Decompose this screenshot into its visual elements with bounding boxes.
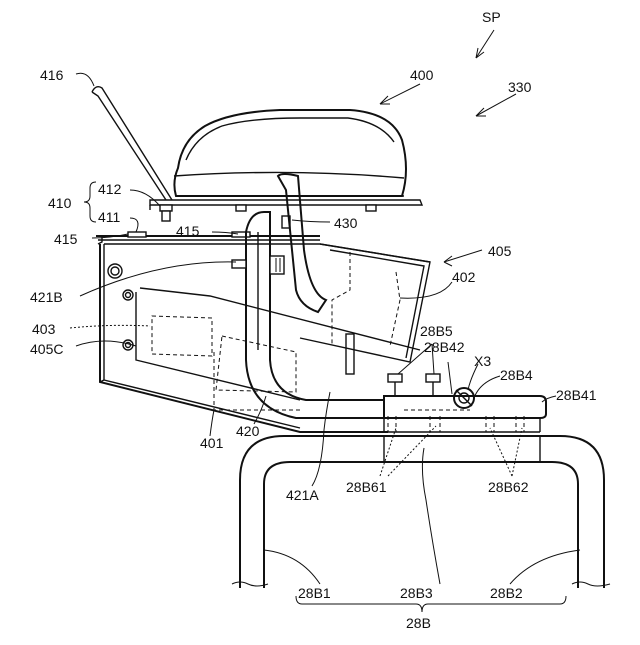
label-400: 400 <box>410 67 434 83</box>
label-415-right: 415 <box>176 223 200 239</box>
label-28b4: 28B4 <box>500 367 533 383</box>
label-411: 411 <box>98 209 121 225</box>
label-421a: 421A <box>286 487 319 503</box>
label-28b62: 28B62 <box>488 479 529 495</box>
label-415-left: 415 <box>54 231 78 247</box>
label-28b3: 28B3 <box>400 585 433 601</box>
label-28b: 28B <box>406 615 431 631</box>
tubular-frame-28B <box>232 436 610 588</box>
mounting-bracket <box>96 232 320 244</box>
lever-430 <box>278 174 326 312</box>
label-416: 416 <box>40 67 64 83</box>
label-330: 330 <box>508 79 532 95</box>
label-403: 403 <box>32 321 56 337</box>
label-28b61: 28B61 <box>346 479 387 495</box>
label-421b: 421B <box>30 289 63 305</box>
label-412: 412 <box>98 181 122 197</box>
label-sp: SP <box>482 9 501 25</box>
label-401: 401 <box>200 435 224 451</box>
label-x3: X3 <box>474 353 491 369</box>
label-402: 402 <box>452 269 476 285</box>
label-28b42: 28B42 <box>424 339 465 355</box>
handle-pipe-420 <box>232 212 384 418</box>
label-28b2: 28B2 <box>490 585 523 601</box>
label-420: 420 <box>236 423 260 439</box>
label-410: 410 <box>48 195 72 211</box>
seat-cushion <box>174 110 406 196</box>
seat-base-plate <box>150 200 422 221</box>
label-28b5: 28B5 <box>420 323 453 339</box>
label-405c: 405C <box>30 341 63 357</box>
label-28b41: 28B41 <box>556 387 597 403</box>
label-405: 405 <box>488 243 512 259</box>
reference-labels: SP 400 330 416 410 412 411 415 415 430 4… <box>30 9 597 631</box>
label-28b1: 28B1 <box>298 585 331 601</box>
label-430: 430 <box>334 215 358 231</box>
